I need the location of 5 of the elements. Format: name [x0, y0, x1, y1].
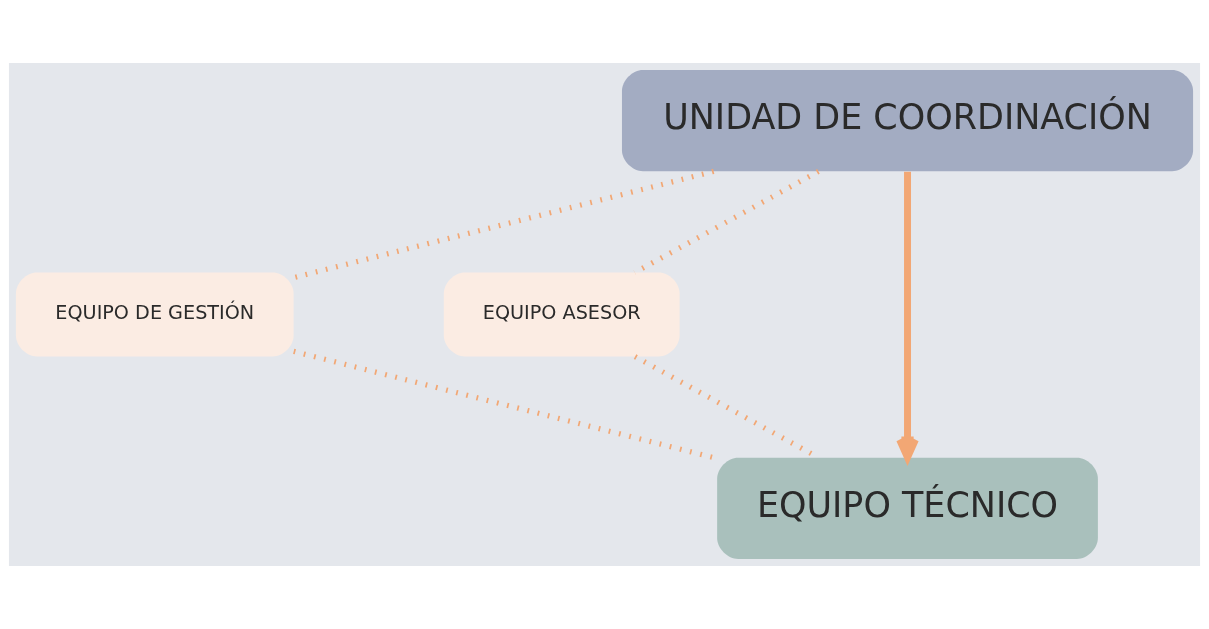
node-box: UNIDAD DE COORDINACIÓN	[621, 70, 1194, 172]
connector	[293, 168, 715, 281]
node-box: EQUIPO TÉCNICO	[717, 457, 1098, 559]
node-box: EQUIPO ASESOR	[443, 272, 680, 357]
node-box: EQUIPO DE GESTIÓN	[15, 272, 294, 357]
